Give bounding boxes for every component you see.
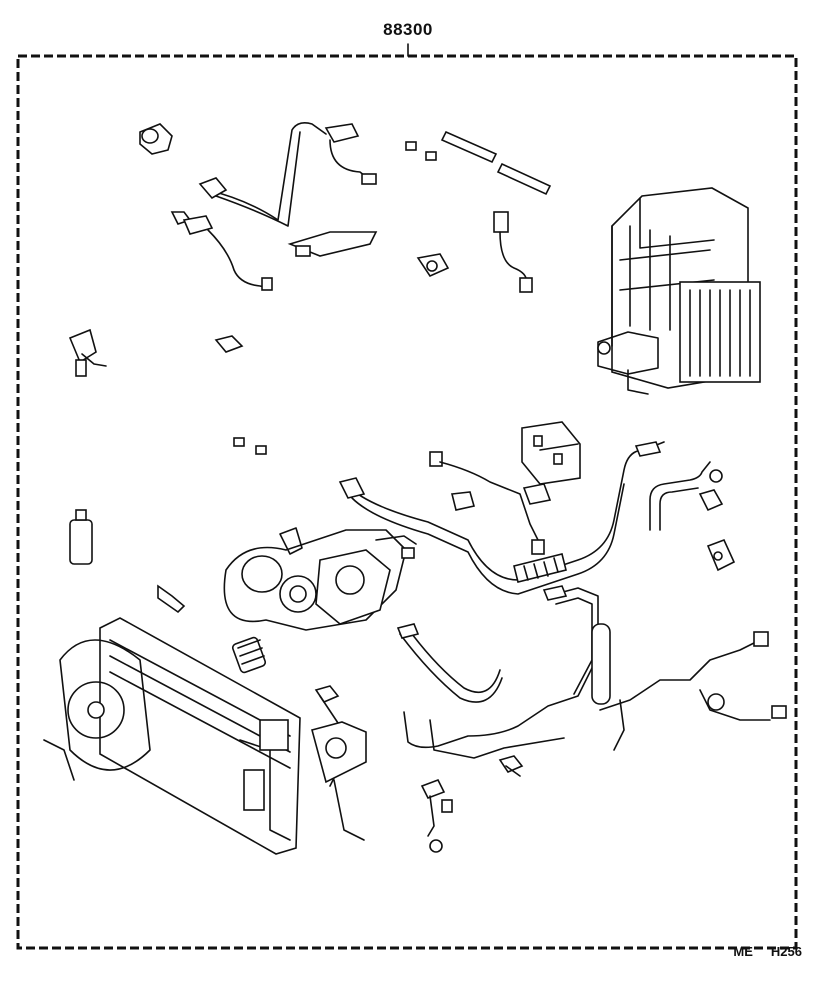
page-code-prefix: ME — [733, 944, 753, 959]
wire-harness-upper[interactable] — [198, 122, 378, 257]
relay-pair-upper[interactable] — [405, 141, 437, 161]
wire-harness-left[interactable] — [170, 211, 273, 291]
relay-small[interactable] — [214, 335, 244, 353]
suction-hose[interactable] — [338, 441, 665, 595]
thermistor-harness[interactable] — [420, 778, 453, 853]
discharge-pipe[interactable] — [649, 461, 723, 531]
grommet-lower[interactable] — [706, 538, 736, 572]
sensor-harness[interactable] — [493, 211, 533, 293]
evaporator-unit[interactable] — [597, 187, 761, 395]
grommet-upper[interactable] — [698, 489, 724, 512]
assembly-part-number: 88300 — [383, 20, 433, 39]
liquid-hose-clamp[interactable] — [396, 623, 503, 703]
assembly-boundary — [16, 54, 798, 950]
control-amplifier-box[interactable] — [521, 421, 581, 485]
wire-harness-right[interactable] — [599, 631, 787, 751]
discharge-hose-lower[interactable] — [403, 585, 611, 759]
magnetic-valve-part[interactable] — [68, 328, 107, 377]
page-code-number: H256 — [770, 944, 802, 959]
pressure-sensor-plug[interactable] — [157, 584, 186, 614]
page-reference-code: ME H256 — [733, 944, 802, 959]
receiver-dryer[interactable] — [69, 509, 93, 565]
compressor-assembly[interactable] — [223, 527, 417, 631]
condenser-assembly[interactable] — [43, 617, 301, 855]
heater-hose[interactable] — [231, 636, 267, 674]
amplifier-part[interactable] — [416, 253, 450, 278]
fan-bracket[interactable] — [311, 685, 367, 841]
relay-pair-lower[interactable] — [233, 437, 267, 455]
wire-harness-center[interactable] — [429, 451, 552, 555]
insulator-strips[interactable] — [440, 130, 552, 196]
expansion-valve-part[interactable] — [498, 755, 524, 777]
pressure-switch-part[interactable] — [139, 123, 173, 155]
